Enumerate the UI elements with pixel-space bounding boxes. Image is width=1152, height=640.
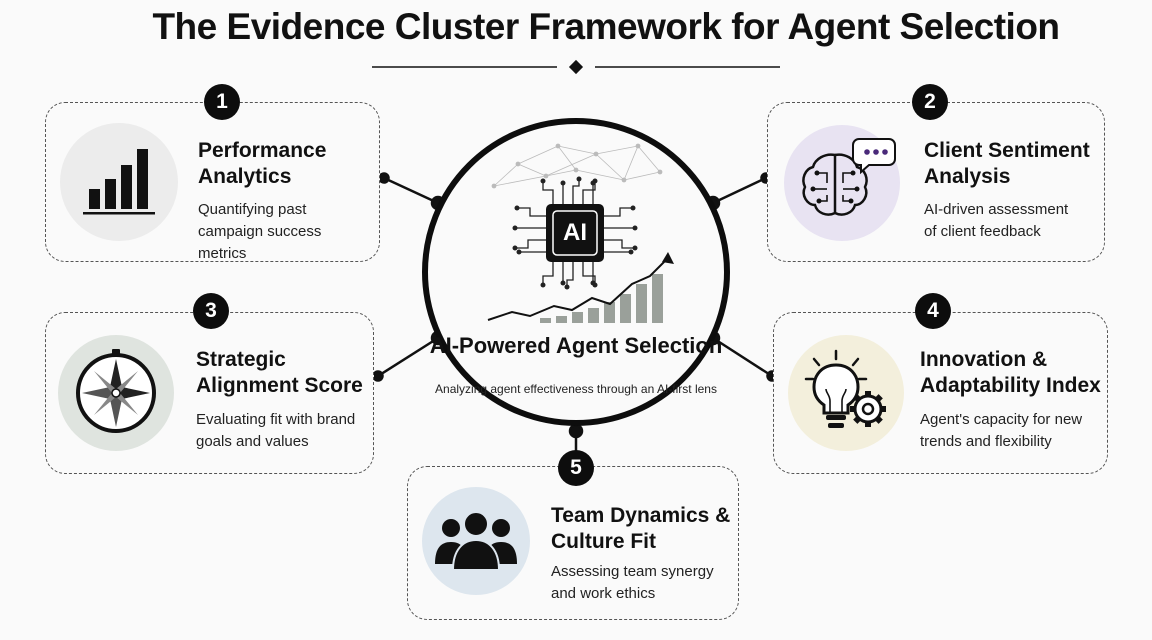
cluster-title: Performance Analytics [198,139,327,188]
cluster-description: Evaluating fit with brand goals and valu… [196,411,356,450]
bar-chart-icon [60,123,178,241]
cluster-number-badge: 5 [558,450,594,486]
center-subtitle: Analyzing agent effectiveness through an… [435,382,717,396]
cluster-card-client-sentiment: Client Sentiment Analysis AI-driven asse… [767,102,1105,262]
center-hub: AI AI-Powered Agent Selection Analyzing … [422,118,730,426]
page-title: The Evidence Cluster Framework for Agent… [152,6,1060,47]
ai-chip-label: AI [563,219,587,246]
cluster-number-badge: 2 [912,84,948,120]
center-title: AI-Powered Agent Selection [429,333,723,358]
cluster-card-team-dynamics: Team Dynamics & Culture Fit Assessing te… [407,466,739,620]
compass-icon [58,335,174,451]
cluster-number-badge: 1 [204,84,240,120]
cluster-card-strategic-alignment: Strategic Alignment Score Evaluating fit… [45,312,374,474]
cluster-description: AI-driven assessment of client feedback [924,201,1069,240]
cluster-description: Agent's capacity for new trends and flex… [920,411,1083,450]
cluster-title: Innovation & Adaptability Index [920,348,1101,397]
cluster-description: Assessing team synergy and work ethics [551,563,714,602]
ai-chip-network-icon [487,143,674,323]
lightbulb-gear-icon [788,335,904,451]
cluster-card-innovation-adaptability: Innovation & Adaptability Index Agent's … [773,312,1108,474]
brain-chat-icon [784,125,900,241]
cluster-title: Client Sentiment Analysis [924,139,1090,188]
cluster-number-badge: 3 [193,293,229,329]
cluster-number-badge: 4 [915,293,951,329]
cluster-description: Quantifying past campaign success metric… [198,201,322,262]
cluster-title: Team Dynamics & Culture Fit [551,504,731,553]
team-icon [422,487,530,595]
cluster-card-performance-analytics: Performance Analytics Quantifying past c… [45,102,380,262]
cluster-title: Strategic Alignment Score [196,348,363,397]
title-divider [372,59,780,75]
